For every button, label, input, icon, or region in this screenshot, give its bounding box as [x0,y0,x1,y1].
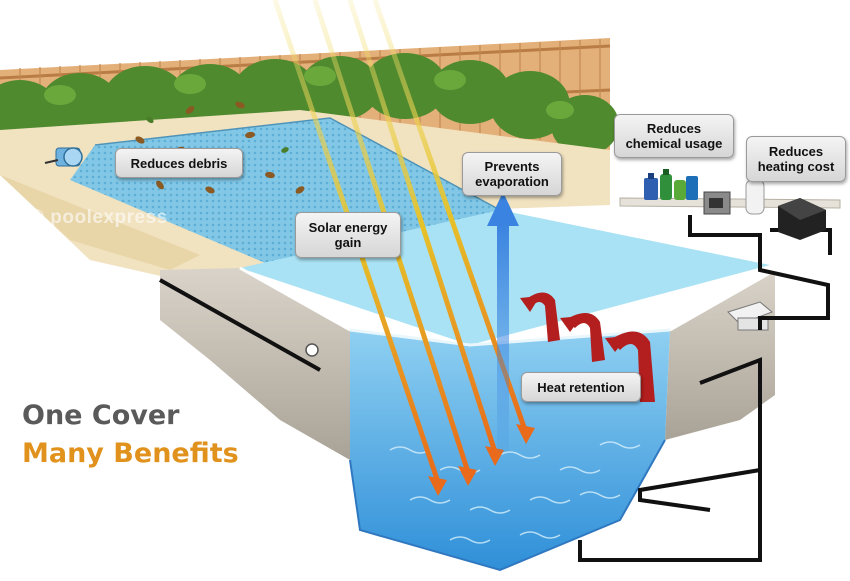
evaporation-arrow [487,192,519,452]
headline-line-1: One Cover [22,400,180,431]
filter-icon [745,179,765,215]
pump-icon [703,191,731,215]
callout-reduces-debris: Reduces debris [115,148,243,178]
chemical-bottles-icon [644,169,698,200]
watermark: © poolexpress [30,207,168,228]
callout-heat-retention: Heat retention [521,372,641,402]
heater-icon [778,198,826,240]
callout-reduces-chemical-usage: Reduces chemical usage [614,114,734,158]
pool-side-wall [160,268,350,460]
return-jet-icon [305,343,319,357]
sun-ray-3 [347,0,498,453]
callout-prevents-evaporation: Prevents evaporation [462,152,562,196]
headline-line-2: Many Benefits [22,438,239,469]
plumbing-pipes [159,215,832,562]
water-waves [389,441,641,544]
pool-reel-icon [44,147,83,167]
heat-retention-arrows [520,292,655,402]
callout-reduces-heating-cost: Reduces heating cost [746,136,846,182]
hedge-highlights [44,66,574,119]
callout-solar-energy-gain: Solar energy gain [295,212,401,258]
